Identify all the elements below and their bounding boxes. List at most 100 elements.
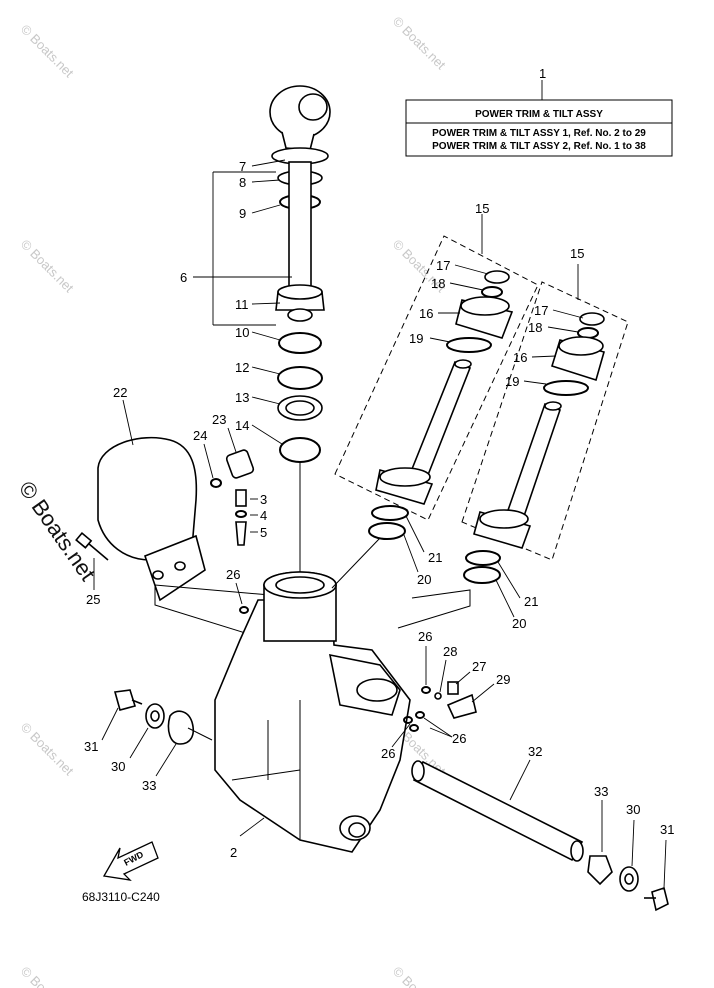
watermark-low-left: © Boats.net: [18, 720, 77, 779]
ring-24: [210, 478, 222, 488]
diagram-code: 68J3110-C240: [82, 890, 160, 904]
callout-16-a: 16: [419, 306, 433, 321]
callout-26-b: 26: [418, 629, 432, 644]
callout-8: 8: [239, 175, 246, 190]
callout-12: 12: [235, 360, 249, 375]
cap-17-a: [484, 270, 510, 284]
callout-14: 14: [235, 418, 249, 433]
callout-23: 23: [212, 412, 226, 427]
trim-rod-b: [504, 402, 562, 524]
ring-10: [278, 332, 322, 354]
ring-20-b: [465, 550, 501, 566]
pin-27: [447, 681, 459, 695]
title-box-frame: [405, 99, 673, 157]
callout-1: 1: [539, 66, 546, 81]
callout-4: 4: [260, 508, 267, 523]
callout-15-b: 15: [570, 246, 584, 261]
dashed-outline-1: [334, 235, 539, 521]
callout-32: 32: [528, 744, 542, 759]
piston-bottom: [287, 308, 313, 322]
callout-15-a: 15: [475, 201, 489, 216]
callout-31-a: 31: [84, 739, 98, 754]
fitting-29: [446, 693, 477, 719]
callout-27: 27: [472, 659, 486, 674]
callout-18-a: 18: [431, 276, 445, 291]
valve-parts: [235, 582, 495, 748]
callout-18-b: 18: [528, 320, 542, 335]
filter-23: [225, 449, 255, 479]
ring-26-a: [239, 606, 249, 614]
callout-25: 25: [86, 592, 100, 607]
ring-18-a: [481, 286, 503, 298]
watermark-top-left: © Boats.net: [18, 22, 77, 81]
ring-12: [277, 366, 323, 390]
callout-9: 9: [239, 206, 246, 221]
callout-13: 13: [235, 390, 249, 405]
valve-5: [235, 521, 247, 546]
callout-5: 5: [260, 525, 267, 540]
seal-13-inner: [285, 400, 315, 416]
fwd-arrow-shape: [102, 841, 159, 881]
callout-20-b: 20: [512, 616, 526, 631]
callout-30-a: 30: [111, 759, 125, 774]
trim-rod-a: [408, 360, 472, 482]
callout-24: 24: [193, 428, 207, 443]
callout-17-a: 17: [436, 258, 450, 273]
callout-26-d: 26: [452, 731, 466, 746]
ring-19-a: [446, 337, 492, 353]
trim-connection-lines: [397, 589, 471, 629]
bracket-6: [193, 159, 292, 445]
reservoir-body: [97, 436, 198, 561]
left-pivot-hardware: [101, 689, 213, 777]
piston-top: [277, 284, 323, 300]
watermark-top-right: © Boats.net: [390, 14, 449, 73]
tilt-tube-32: [411, 759, 669, 912]
ring-19-b: [543, 380, 589, 396]
cap-17-b: [579, 312, 605, 326]
callout-19-b: 19: [505, 374, 519, 389]
plug-3: [235, 489, 247, 507]
callout-7: 7: [239, 159, 246, 174]
callout-19-a: 19: [409, 331, 423, 346]
callout-10: 10: [235, 325, 249, 340]
watermarks: © Boats.net © Boats.net © Boats.net © Bo…: [18, 14, 449, 988]
rod-shaft: [288, 161, 312, 291]
title-box: POWER TRIM & TILT ASSY POWER TRIM & TILT…: [405, 80, 673, 157]
callout-6: 6: [180, 270, 187, 285]
callout-numbers: 1 2 3 4 5 6 7 8 9 10 11 12 13 14 15 15 1…: [84, 66, 674, 860]
title-box-heading: POWER TRIM & TILT ASSY: [475, 109, 603, 120]
rod-eye-bore: [298, 93, 328, 121]
bolt-31-a: [113, 689, 137, 711]
trim-cylinder-group-2: [461, 264, 629, 618]
ring-20-a: [368, 522, 406, 540]
fwd-arrow: FWD: [102, 841, 159, 881]
small-parts: [203, 427, 258, 546]
callout-21-b: 21: [524, 594, 538, 609]
callout-33-a: 33: [142, 778, 156, 793]
ring-21-a: [371, 505, 409, 521]
watermark-bottom-right: © Boats.net: [390, 964, 449, 988]
callout-30-b: 30: [626, 802, 640, 817]
title-box-line-1: POWER TRIM & TILT ASSY 1, Ref. No. 2 to …: [432, 128, 646, 139]
callout-11: 11: [235, 297, 249, 312]
ring-4: [235, 510, 247, 518]
ring-26-b: [421, 686, 431, 694]
callout-20-a: 20: [417, 572, 431, 587]
ring-21-b: [463, 566, 501, 584]
trim-cylinder-group-1: [334, 214, 539, 573]
callout-26-a: 26: [226, 567, 240, 582]
callout-29: 29: [496, 672, 510, 687]
reservoir-22: [75, 399, 206, 602]
bushing-33-b: [587, 855, 613, 886]
callout-21-a: 21: [428, 550, 442, 565]
bushing-33-a: [167, 710, 195, 745]
watermark-bottom-left: © Boats.net: [18, 964, 77, 988]
callout-31-b: 31: [660, 822, 674, 837]
callout-17-b: 17: [534, 303, 548, 318]
side-watermark: © Boats.net: [14, 477, 101, 586]
callout-2: 2: [230, 845, 237, 860]
tube-body: [412, 760, 584, 862]
bolt-31-b: [651, 886, 669, 912]
